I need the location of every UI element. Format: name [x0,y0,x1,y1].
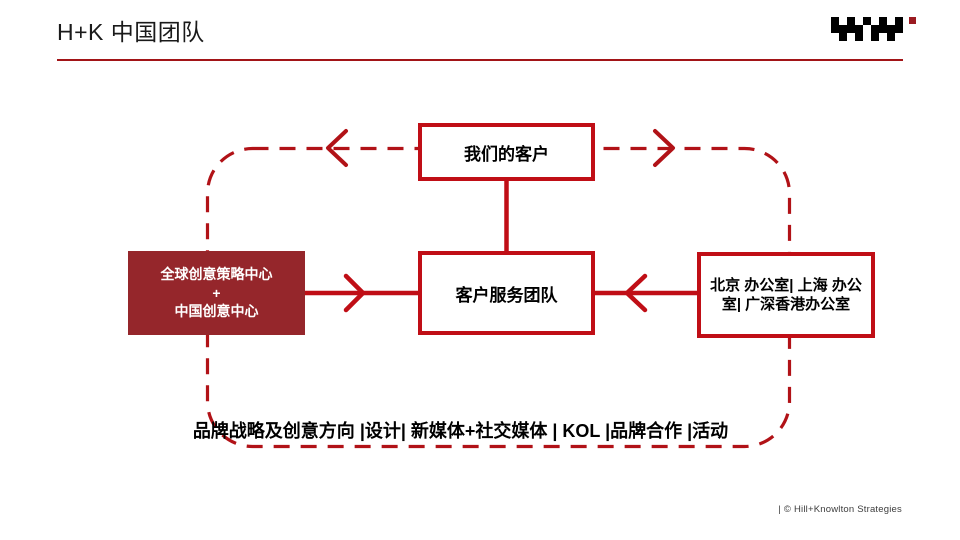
arrow-top-left-chevron [326,129,348,167]
hk-logo-icon [831,17,917,41]
creative-center-line3: 中国创意中心 [174,303,259,320]
client-service-team-label: 客户服务团队 [455,285,558,305]
title-underline [57,59,903,61]
arrow-top-right-chevron [653,129,675,167]
arrow-right-on-solid-line [624,273,648,313]
capabilities-caption: 品牌战略及创意方向 |设计| 新媒体+社交媒体 | KOL |品牌合作 |活动 [192,421,729,441]
clients-box: 我们的客户 [418,123,595,181]
logo-red-dot [909,17,916,24]
arrow-left-on-solid-line [343,273,366,313]
creative-center-line2: + [212,284,221,301]
offices-box-label: 北京 办公室| 上海 办公室| 广深香港办公室 [710,276,862,314]
client-service-team-box: 客户服务团队 [418,251,595,335]
clients-box-label: 我们的客户 [464,144,549,164]
offices-box: 北京 办公室| 上海 办公室| 广深香港办公室 [697,252,875,338]
page-title: H+K 中国团队 [57,19,205,45]
footer-credit: | © Hill+Knowlton Strategies [778,504,902,515]
creative-center-line1: 全球创意策略中心 [160,265,273,282]
creative-center-box: 全球创意策略中心 + 中国创意中心 [128,251,305,335]
